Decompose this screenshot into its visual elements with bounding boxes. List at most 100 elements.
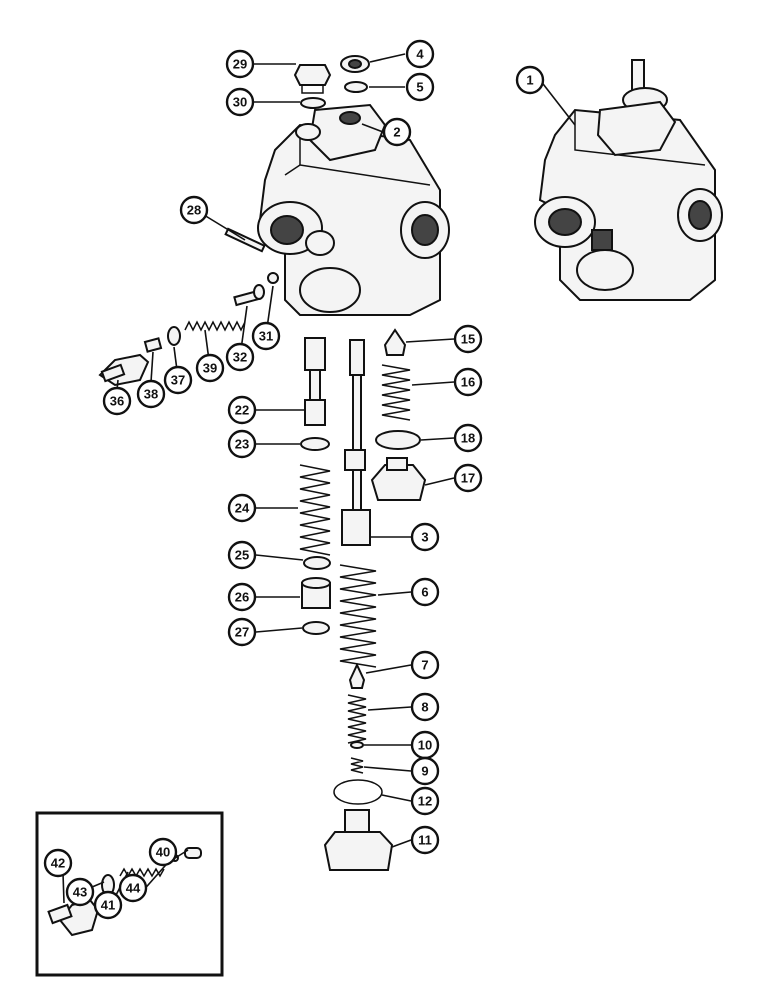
svg-text:4: 4 <box>416 47 424 62</box>
nut-4 <box>340 55 370 73</box>
spring-6 <box>339 564 377 668</box>
callout-22: 22 <box>227 395 257 425</box>
callout-4: 4 <box>405 39 435 69</box>
callout-28: 28 <box>179 195 209 225</box>
callout-17: 17 <box>453 463 483 493</box>
svg-text:12: 12 <box>418 794 432 809</box>
washer-23 <box>300 437 330 451</box>
callout-11: 11 <box>410 825 440 855</box>
callout-8: 8 <box>410 692 440 722</box>
washer-27 <box>302 621 330 635</box>
svg-text:1: 1 <box>526 73 533 88</box>
plunger-32 <box>233 284 265 307</box>
svg-text:11: 11 <box>418 833 432 848</box>
svg-text:3: 3 <box>421 530 428 545</box>
poppet-7 <box>348 662 366 689</box>
callout-40: 40 <box>148 837 178 867</box>
callout-1: 1 <box>515 65 545 95</box>
callout-10: 10 <box>410 730 440 760</box>
washer-25 <box>303 556 331 570</box>
o-ring-30 <box>300 97 326 109</box>
callout-16: 16 <box>453 367 483 397</box>
spring-24 <box>299 464 331 556</box>
svg-text:41: 41 <box>101 898 115 913</box>
svg-text:38: 38 <box>144 387 158 402</box>
svg-text:43: 43 <box>73 885 87 900</box>
callout-41: 41 <box>93 890 123 920</box>
callout-3: 3 <box>410 522 440 552</box>
callout-36: 36 <box>102 386 132 416</box>
svg-text:2: 2 <box>393 125 400 140</box>
callout-30: 30 <box>225 87 255 117</box>
spool-3 <box>341 339 371 546</box>
svg-text:9: 9 <box>421 764 428 779</box>
callout-9: 9 <box>410 756 440 786</box>
washer-10 <box>350 741 364 749</box>
insert-38 <box>143 337 163 353</box>
inset-frame <box>35 811 224 977</box>
svg-text:36: 36 <box>110 394 124 409</box>
svg-text:8: 8 <box>421 700 428 715</box>
inset-parts <box>47 847 202 937</box>
plug-17 <box>370 457 427 501</box>
ball-31 <box>267 272 279 284</box>
fitting-36 <box>98 353 150 387</box>
svg-text:44: 44 <box>126 881 141 896</box>
callout-43: 43 <box>65 877 95 907</box>
o-ring-12 <box>333 779 383 805</box>
callout-26: 26 <box>227 582 257 612</box>
svg-text:27: 27 <box>235 625 249 640</box>
spring-16 <box>381 364 411 421</box>
callout-7: 7 <box>410 650 440 680</box>
o-ring-5 <box>344 81 368 93</box>
poppet-15 <box>383 328 407 356</box>
svg-text:37: 37 <box>171 373 185 388</box>
callout-12: 12 <box>410 786 440 816</box>
svg-text:16: 16 <box>461 375 475 390</box>
valve-body <box>257 103 450 316</box>
svg-text:6: 6 <box>421 585 428 600</box>
callout-15: 15 <box>453 324 483 354</box>
callout-39: 39 <box>195 353 225 383</box>
callout-32: 32 <box>225 342 255 372</box>
callout-2: 2 <box>382 117 412 147</box>
svg-text:10: 10 <box>418 738 432 753</box>
svg-text:15: 15 <box>461 332 475 347</box>
svg-text:25: 25 <box>235 548 249 563</box>
svg-text:39: 39 <box>203 361 217 376</box>
svg-text:7: 7 <box>421 658 428 673</box>
svg-text:30: 30 <box>233 95 247 110</box>
svg-text:26: 26 <box>235 590 249 605</box>
o-ring-18 <box>375 430 421 450</box>
callout-6: 6 <box>410 577 440 607</box>
callout-38: 38 <box>136 379 166 409</box>
callout-25: 25 <box>227 540 257 570</box>
callout-31: 31 <box>251 321 281 351</box>
spring-9 <box>350 757 364 774</box>
svg-text:22: 22 <box>235 403 249 418</box>
svg-text:18: 18 <box>461 431 475 446</box>
callout-44: 44 <box>118 873 148 903</box>
svg-text:17: 17 <box>461 471 475 486</box>
callout-37: 37 <box>163 365 193 395</box>
spool-22 <box>304 337 326 426</box>
callout-29: 29 <box>225 49 255 79</box>
callout-18: 18 <box>453 423 483 453</box>
svg-text:24: 24 <box>235 501 250 516</box>
svg-text:42: 42 <box>51 856 65 871</box>
plug-29 <box>293 64 332 94</box>
svg-text:40: 40 <box>156 845 170 860</box>
svg-text:29: 29 <box>233 57 247 72</box>
svg-text:28: 28 <box>187 203 201 218</box>
callout-23: 23 <box>227 429 257 459</box>
spring-8 <box>347 694 367 744</box>
cap-11 <box>323 809 394 871</box>
svg-text:32: 32 <box>233 350 247 365</box>
callout-27: 27 <box>227 617 257 647</box>
callout-24: 24 <box>227 493 257 523</box>
o-ring-37 <box>167 326 181 346</box>
seat-26 <box>301 577 331 609</box>
svg-text:31: 31 <box>259 329 273 344</box>
callout-42: 42 <box>43 848 73 878</box>
